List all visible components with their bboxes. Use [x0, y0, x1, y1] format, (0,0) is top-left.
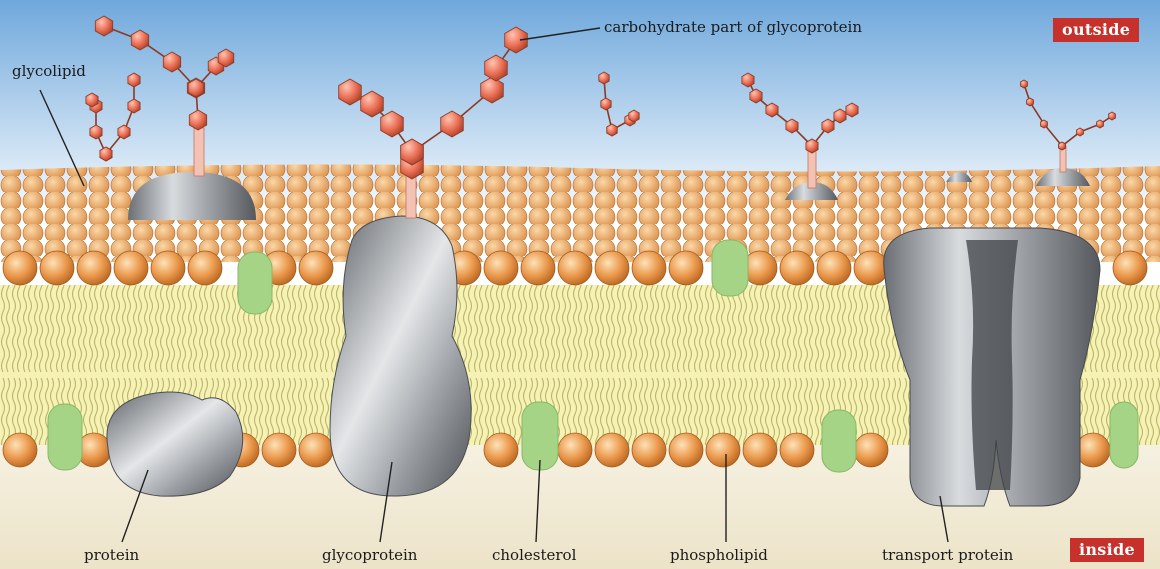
phospholipid-head — [3, 433, 37, 467]
phospholipid-head — [743, 433, 777, 467]
sugar-unit — [188, 79, 204, 97]
sugar-unit — [1059, 142, 1066, 150]
phospholipid-label: phospholipid — [670, 546, 768, 564]
sugar-unit — [806, 139, 818, 153]
phospholipid-head — [558, 433, 592, 467]
phospholipid-head — [780, 251, 814, 285]
phospholipid-head — [3, 251, 37, 285]
phospholipid-head — [632, 433, 666, 467]
sugar-unit — [218, 49, 234, 67]
sugar-unit — [1109, 112, 1116, 120]
sugar-unit — [90, 125, 102, 139]
inside-label: inside — [1070, 538, 1144, 562]
glycoprotein-body — [330, 216, 471, 496]
phospholipid-head — [1113, 251, 1147, 285]
glycoprotein-label: glycoprotein — [322, 546, 417, 564]
sugar-unit — [607, 124, 617, 136]
sugar-unit — [766, 103, 778, 117]
peripheral-protein — [107, 392, 243, 496]
sugar-unit — [822, 119, 834, 133]
phospholipid-head — [262, 433, 296, 467]
sugar-unit — [834, 109, 846, 123]
sugar-unit — [1021, 80, 1028, 88]
phospholipid-head — [854, 433, 888, 467]
sugar-unit — [750, 89, 762, 103]
cholesterol-label: cholesterol — [492, 546, 576, 564]
glycolipid-label: glycolipid — [12, 62, 86, 80]
sugar-unit — [1097, 120, 1104, 128]
sugar-unit — [118, 125, 130, 139]
phospholipid-head — [780, 433, 814, 467]
phospholipid-head — [188, 251, 222, 285]
outside-label: outside — [1053, 18, 1139, 42]
phospholipid-head — [817, 251, 851, 285]
phospholipid-head — [521, 251, 555, 285]
phospholipid-head — [1076, 433, 1110, 467]
sugar-unit — [1027, 98, 1034, 106]
sugar-unit — [100, 147, 112, 161]
carbohydrate-label: carbohydrate part of glycoprotein — [604, 18, 862, 36]
sugar-unit — [1041, 120, 1048, 128]
sugar-unit — [601, 98, 611, 110]
phospholipid-head — [632, 251, 666, 285]
phospholipid-head — [558, 251, 592, 285]
phospholipid-head — [299, 433, 333, 467]
sugar-unit — [128, 99, 140, 113]
phospholipid-head — [706, 433, 740, 467]
transport-channel — [966, 240, 1018, 490]
transport-protein-label: transport protein — [882, 546, 1013, 564]
sugar-unit — [86, 93, 98, 107]
sugar-unit — [846, 103, 858, 117]
phospholipid-head — [484, 251, 518, 285]
phospholipid-head — [484, 433, 518, 467]
phospholipid-head — [114, 251, 148, 285]
phospholipid-head — [595, 433, 629, 467]
sugar-unit — [786, 119, 798, 133]
sugar-unit — [1077, 128, 1084, 136]
phospholipid-head — [595, 251, 629, 285]
phospholipid-head — [40, 251, 74, 285]
sugar-unit — [599, 72, 609, 84]
sugar-unit — [629, 110, 639, 122]
sugar-unit — [128, 73, 140, 87]
phospholipid-head — [151, 251, 185, 285]
phospholipid-head — [77, 251, 111, 285]
phospholipid-head — [854, 251, 888, 285]
phospholipid-head — [669, 251, 703, 285]
phospholipid-head — [299, 251, 333, 285]
phospholipid-head — [669, 433, 703, 467]
protein-label: protein — [84, 546, 139, 564]
sugar-unit — [742, 73, 754, 87]
